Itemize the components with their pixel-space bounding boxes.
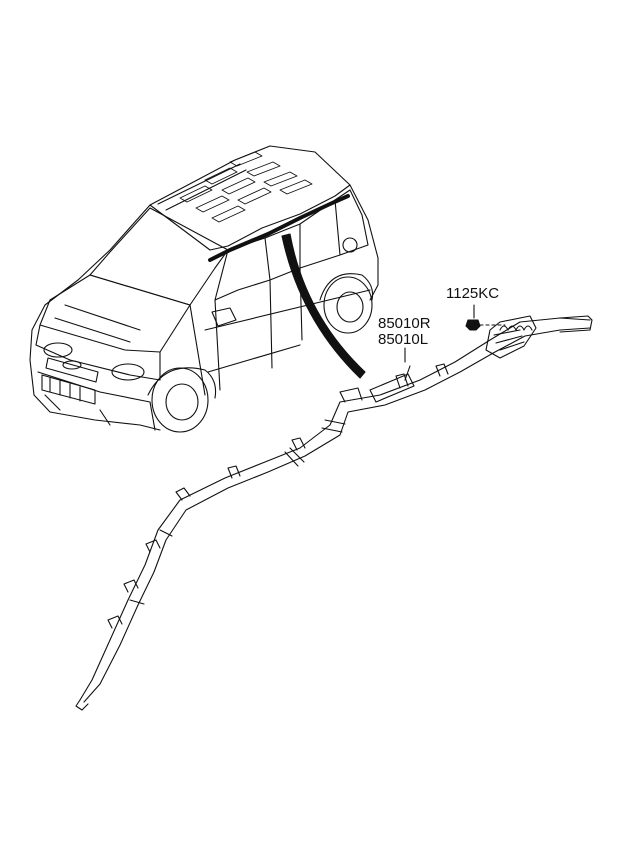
side-doors <box>189 267 371 396</box>
roof-rail-left <box>157 163 247 211</box>
mounting-clip <box>175 487 191 501</box>
tube-connector <box>369 373 415 403</box>
airbag-right-part-label: 85010R <box>378 315 431 332</box>
airbag-inflator <box>485 315 537 359</box>
rear-wheel-arch <box>319 273 374 301</box>
bolt-head-icon <box>465 319 481 331</box>
roof-slats <box>179 151 313 223</box>
right-headlight <box>111 363 145 381</box>
mounting-clip <box>395 365 411 389</box>
front-wheel-rim <box>165 383 199 421</box>
airbag-tube-upper-edge <box>79 317 591 701</box>
rear-lamp <box>342 237 358 253</box>
callout-pointer <box>281 233 366 379</box>
inflator-coil <box>499 325 533 331</box>
mounting-clip <box>339 387 363 403</box>
lower-grille <box>41 374 96 405</box>
mounting-clip <box>291 437 306 451</box>
vehicle-illustration <box>29 145 379 433</box>
airbag-location-highlight <box>208 194 350 262</box>
mounting-clip <box>123 579 139 593</box>
side-mirror <box>211 307 237 327</box>
bolt-part-label: 1125KC <box>446 285 499 302</box>
mounting-clip <box>107 615 123 629</box>
mounting-clip <box>435 363 449 377</box>
rear-wheel <box>323 276 373 334</box>
tube-band <box>129 419 346 605</box>
airbag-end-connector <box>75 699 89 711</box>
left-headlight <box>43 342 73 358</box>
vehicle-windshield <box>89 207 229 306</box>
mounting-clip <box>227 465 241 479</box>
brand-emblem <box>62 360 82 370</box>
bolt-part <box>465 304 506 331</box>
rear-wheel-rim <box>336 291 364 323</box>
mounting-clip <box>145 539 161 553</box>
airbag-left-part-label: 85010L <box>378 331 428 348</box>
vehicle-front <box>35 344 161 431</box>
curtain-airbag-assembly <box>75 315 593 711</box>
airbag-tube-lower-edge <box>83 327 591 703</box>
front-wheel-arch <box>147 367 217 399</box>
side-windows <box>214 189 369 301</box>
airbag-end-tab <box>559 315 593 333</box>
vehicle-body-outline <box>29 184 379 431</box>
vehicle-hood <box>35 274 191 353</box>
front-grille <box>45 357 99 383</box>
